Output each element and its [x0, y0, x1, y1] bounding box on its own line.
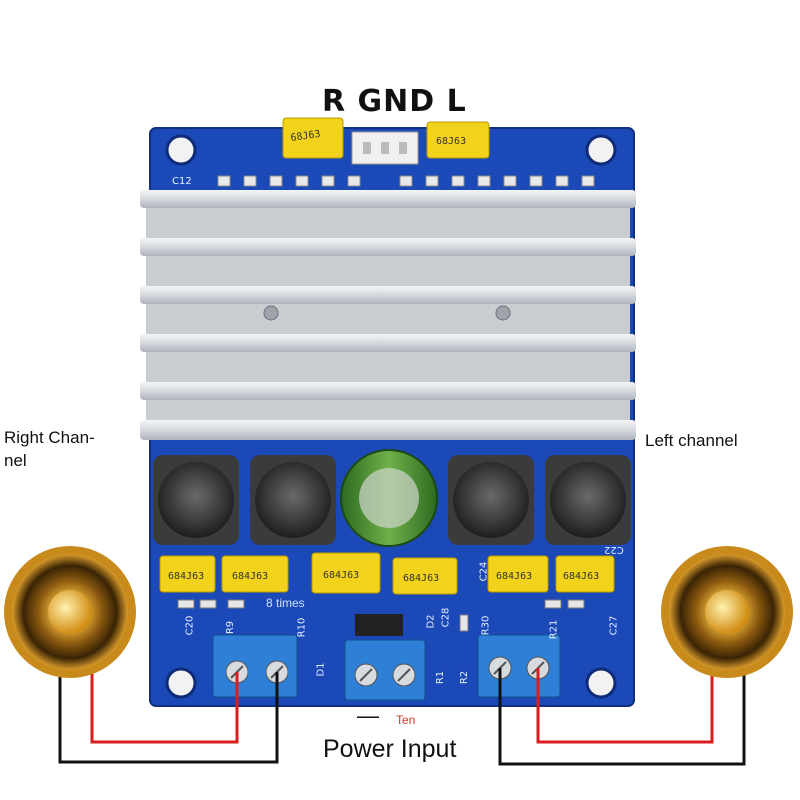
- times-watermark: 8 times: [266, 596, 305, 610]
- ten-watermark: Ten: [396, 713, 416, 727]
- regulator-chip: [355, 614, 403, 636]
- silk-c28: C28: [440, 607, 452, 628]
- silk-r1: R1: [435, 670, 447, 685]
- svg-text:684J63: 684J63: [496, 571, 532, 582]
- svg-text:68J63: 68J63: [436, 136, 466, 147]
- cap-marking-1: 684J63: [168, 571, 204, 582]
- left-channel-label: Left channel: [645, 431, 738, 450]
- svg-text:684J63: 684J63: [323, 570, 359, 581]
- left-red-wire: [536, 650, 714, 744]
- left-black-wire: [498, 650, 746, 766]
- silk-d2: D2: [425, 614, 437, 629]
- silk-r10: R10: [296, 617, 308, 638]
- left-speaker: [661, 546, 793, 678]
- svg-text:68J63: 68J63: [290, 129, 321, 144]
- inductors: [153, 455, 631, 545]
- silk-c22: C22: [604, 544, 624, 555]
- minus-sign: —: [357, 703, 379, 728]
- connector-pin-label: R GND L: [322, 84, 467, 119]
- right-channel-label: Right Chan- nel: [4, 428, 95, 470]
- capacitor-row: [159, 552, 615, 595]
- top-capacitors: [282, 117, 490, 159]
- svg-text:684J63: 684J63: [563, 571, 599, 582]
- silk-c27: C27: [608, 615, 620, 636]
- svg-text:684J63: 684J63: [403, 573, 439, 584]
- silk-r2: R2: [459, 670, 471, 685]
- silk-c24: C24: [478, 561, 490, 582]
- heatsink: [140, 190, 636, 440]
- silk-r9: R9: [225, 620, 237, 635]
- right-speaker: [4, 546, 136, 678]
- right-red-wire: [90, 650, 239, 744]
- silk-c12: C12: [172, 176, 192, 187]
- silk-r30: R30: [480, 615, 492, 636]
- silk-d1: D1: [315, 662, 327, 677]
- power-input-label: Power Input: [323, 735, 457, 763]
- silk-r21: R21: [548, 619, 560, 640]
- right-black-wire: [58, 650, 279, 764]
- svg-text:684J63: 684J63: [232, 571, 268, 582]
- screw-terminals: [212, 634, 561, 701]
- silk-c20: C20: [184, 615, 196, 636]
